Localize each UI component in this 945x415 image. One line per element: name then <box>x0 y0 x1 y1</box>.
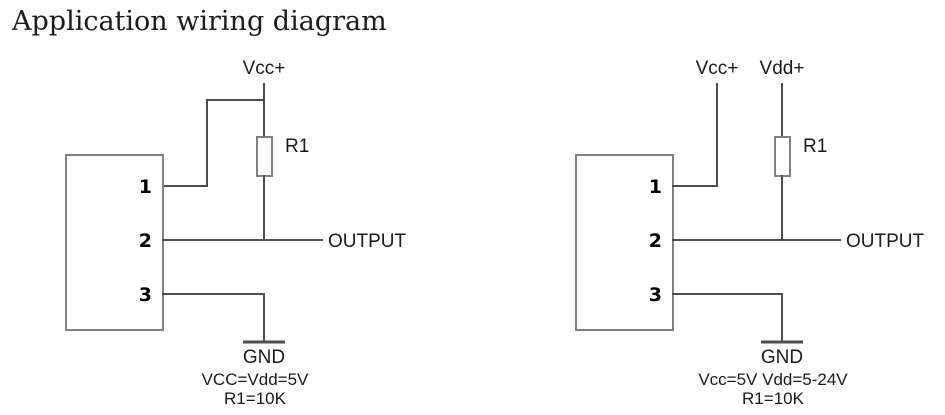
pullup-resistor-body <box>774 136 791 177</box>
sensor-body <box>575 154 674 331</box>
pullup-resistor-body <box>256 136 273 177</box>
circuit-left: Vcc+ R1 1 2 3 OUTPUT GND VCC=Vdd=5V R1=1… <box>65 58 407 408</box>
pin-label-3: 3 <box>649 284 662 306</box>
caption-line-2: R1=10K <box>224 389 287 408</box>
pin-label-1: 1 <box>649 176 662 198</box>
pin-label-1: 1 <box>139 176 152 198</box>
pin1-to-vcc-wire <box>162 99 265 187</box>
caption-line-1: VCC=Vdd=5V <box>202 370 309 389</box>
pin-label-2: 2 <box>649 230 662 252</box>
circuit-right: Vcc+ Vdd+ R1 1 2 3 OUTPUT GND Vcc=5V Vdd… <box>575 58 925 408</box>
caption-line-2: R1=10K <box>742 389 805 408</box>
sensor-body <box>65 154 164 331</box>
vdd-rail-label: Vdd+ <box>760 58 805 79</box>
pin-label-2: 2 <box>139 230 152 252</box>
pin3-to-gnd-wire <box>672 293 783 342</box>
output-terminal-label: OUTPUT <box>328 231 407 252</box>
pullup-resistor-label: R1 <box>285 136 309 157</box>
vcc-rail-label: Vcc+ <box>243 58 286 79</box>
pullup-resistor-label: R1 <box>803 136 827 157</box>
ground-symbol-label: GND <box>243 347 285 368</box>
vcc-rail-label: Vcc+ <box>696 58 739 79</box>
page-title: Application wiring diagram <box>11 6 387 37</box>
ground-symbol-label: GND <box>761 347 803 368</box>
pin3-to-gnd-wire <box>162 293 265 342</box>
caption-line-1: Vcc=5V Vdd=5-24V <box>698 370 848 389</box>
output-terminal-label: OUTPUT <box>846 231 925 252</box>
pin-label-3: 3 <box>139 284 152 306</box>
